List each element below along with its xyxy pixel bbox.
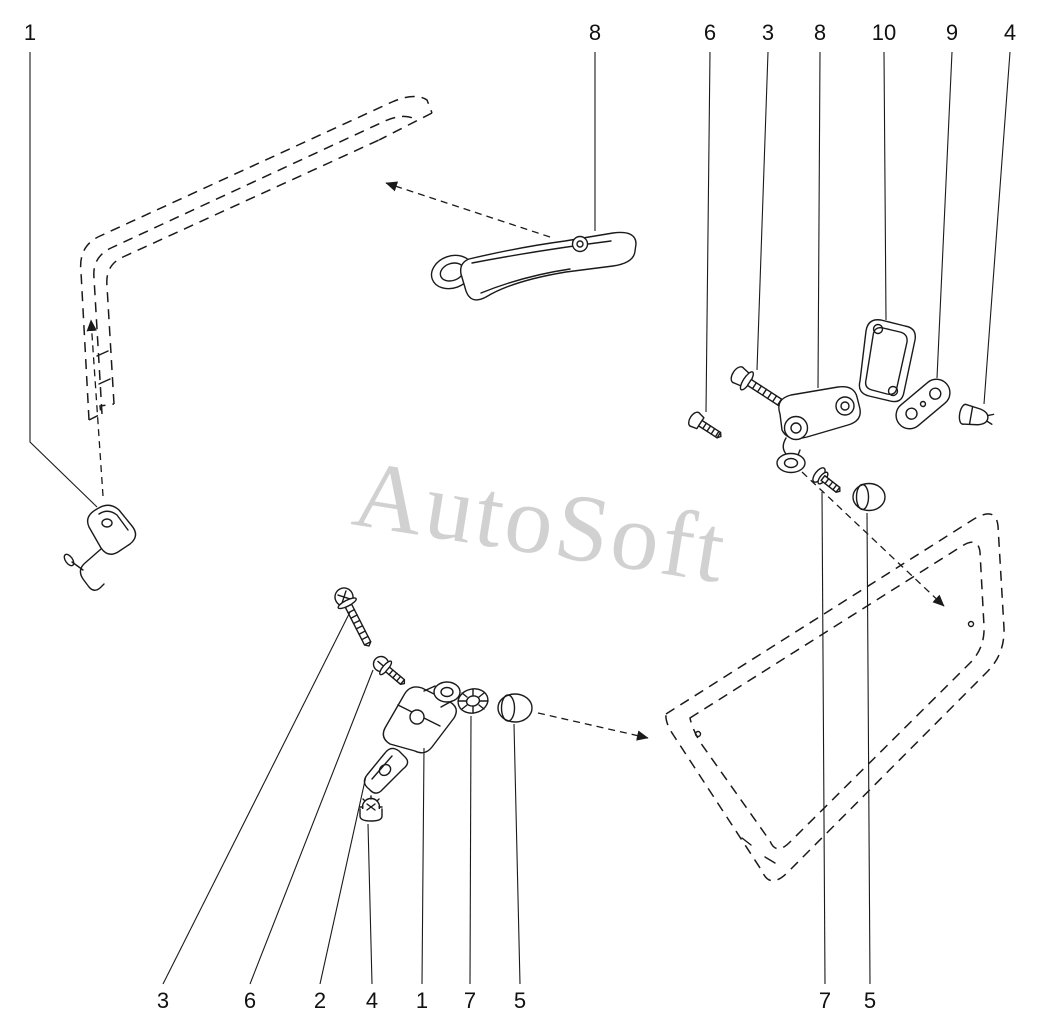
leader-bottom-5a: [513, 723, 521, 985]
callout-top-4: 4: [1004, 20, 1016, 45]
callout-bottom-7b: 7: [819, 988, 831, 1013]
arrow-catch-to-lower-frame: [537, 712, 649, 741]
arrow-hinge-to-lower-frame: [801, 471, 945, 607]
callout-top-6: 6: [704, 20, 716, 45]
part-plate-9: [895, 378, 951, 430]
door-frame-upper: [79, 95, 433, 421]
part-washer-7-lower: [457, 688, 489, 714]
leader-bottom-4: [367, 823, 373, 985]
leader-top-8b: [817, 51, 821, 389]
part-hinge-1: [382, 681, 461, 754]
callout-top-1: 1: [24, 20, 36, 45]
callout-bottom-6: 6: [244, 988, 256, 1013]
leader-top-4: [983, 51, 1011, 405]
part-screw-6-upper: [688, 411, 722, 439]
callout-top-3: 3: [762, 20, 774, 45]
callout-top-8b: 8: [814, 20, 826, 45]
part-handle-8: [430, 231, 637, 301]
part-bolt-3-lower: [334, 587, 372, 647]
watermark-text: AutoSoft: [347, 439, 735, 604]
part-clip-4-upper: [958, 403, 995, 426]
callout-top-10: 10: [872, 20, 896, 45]
leader-bottom-5b: [866, 512, 871, 985]
callout-bottom-5a: 5: [514, 988, 526, 1013]
assembly-arrows: [86, 181, 945, 741]
callout-top-8a: 8: [589, 20, 601, 45]
leader-lines: [29, 51, 1011, 985]
part-nut-4-lower: [359, 795, 383, 822]
part-gasket-10: [858, 319, 916, 403]
leader-top-10: [883, 51, 887, 321]
leader-top-1: [29, 52, 98, 508]
part-check-strap-1: [63, 504, 137, 591]
part-cap-5-upper: [852, 482, 886, 512]
part-hinge-8: [776, 386, 861, 474]
leader-bottom-2: [319, 775, 367, 985]
part-pin-7-upper: [812, 467, 841, 493]
leader-bottom-1: [421, 747, 425, 985]
callout-top-9: 9: [946, 20, 958, 45]
leader-top-6: [705, 51, 711, 413]
part-clip-2: [363, 747, 409, 794]
callouts: 1 8 6 3 8 10 9 4 3 6 2 4 1 7 5 7 5: [24, 20, 1016, 1013]
callout-bottom-1: 1: [416, 988, 428, 1013]
arrow-handle-to-frame: [385, 181, 551, 238]
door-frame-upper-details: [96, 350, 111, 385]
part-cap-5-lower: [497, 693, 533, 723]
callout-bottom-3: 3: [157, 988, 169, 1013]
leader-top-9: [936, 51, 953, 379]
leader-top-3: [756, 51, 769, 371]
leader-bottom-6: [249, 669, 374, 985]
callout-bottom-5b: 5: [864, 988, 876, 1013]
part-screw-6-lower: [372, 655, 406, 685]
callout-bottom-2: 2: [314, 988, 326, 1013]
leader-bottom-7b: [821, 491, 826, 985]
callout-bottom-4: 4: [366, 988, 378, 1013]
leader-bottom-7a: [469, 715, 472, 985]
door-frame-lower-details: [694, 620, 975, 864]
leader-bottom-3: [162, 611, 351, 985]
arrow-strap-to-frame: [86, 319, 104, 497]
callout-bottom-7a: 7: [464, 988, 476, 1013]
